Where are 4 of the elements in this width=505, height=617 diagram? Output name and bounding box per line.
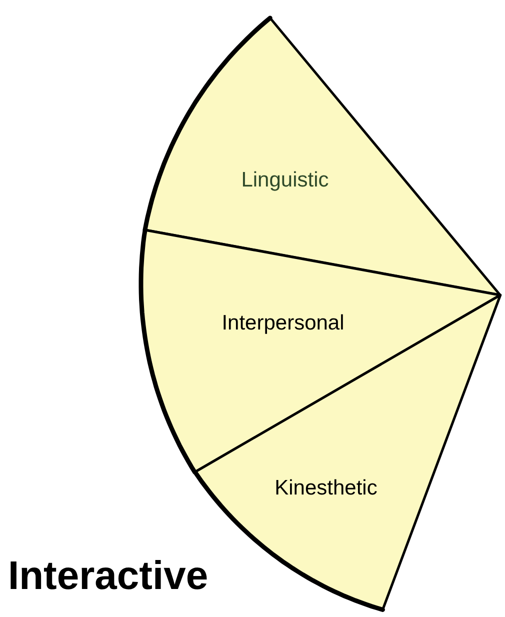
sector-label: Kinesthetic	[274, 478, 378, 498]
diagram-label: Interactive	[8, 556, 208, 596]
sector-label: Interpersonal	[222, 312, 344, 334]
sector-label: Linguistic	[241, 169, 329, 190]
